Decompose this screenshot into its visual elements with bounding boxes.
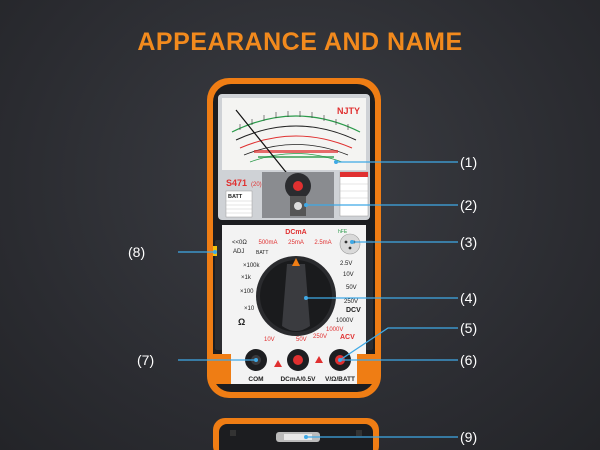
page-title: APPEARANCE AND NAME [137, 28, 463, 56]
callout-1: (1) [460, 154, 478, 170]
mechanism-pivot [294, 202, 302, 210]
side-grip [215, 240, 373, 350]
spec-table [339, 171, 369, 217]
callout-7: (7) [137, 352, 155, 368]
label-acv-1000v: 1000V [326, 327, 343, 333]
model-suffix: (20) [251, 182, 262, 188]
callout-4: (4) [460, 290, 478, 306]
label-batt: BATT [256, 250, 268, 256]
label-25ma: 25mA [288, 240, 304, 246]
warning-icon [274, 360, 282, 367]
label-x100k: ×100k [243, 263, 261, 269]
label-dcma: DCmA [285, 229, 306, 236]
scale-ticks [239, 111, 349, 130]
callout-2: (2) [460, 197, 478, 213]
fuse-glass [284, 434, 312, 440]
label-2-5v: 2.5V [340, 261, 352, 267]
label-2-5ma: 2.5mA [314, 240, 331, 246]
label-ac-250v: 250V [313, 334, 327, 340]
callout-5: (5) [460, 320, 478, 336]
batt-table-lines [226, 200, 252, 214]
label-x10: ×10 [244, 306, 255, 312]
batt-table [225, 190, 253, 218]
label-500ma: 500mA [258, 240, 277, 246]
batt-table-label: BATT [228, 194, 243, 200]
label-ohm-adj: <<0Ω [232, 240, 247, 246]
label-ohm: Ω [238, 317, 245, 327]
callout-lines [178, 161, 458, 438]
label-acv: ACV [340, 334, 355, 341]
colored-scale-marks [254, 150, 338, 158]
label-x100: ×100 [240, 289, 254, 295]
dial-labels: DCmA 500mA 25mA 2.5mA <<0Ω ADJ BATT ×100… [232, 229, 361, 343]
callout-9: (9) [460, 429, 478, 445]
hfe-socket[interactable] [339, 233, 361, 255]
label-x1k: ×1k [241, 275, 252, 281]
label-10v: 10V [343, 272, 354, 278]
brand-label: NJTY [337, 106, 360, 116]
knob-pointer [292, 258, 300, 266]
port-vohm-label: V/Ω/BATT [325, 376, 355, 383]
port-com-label: COM [248, 376, 263, 383]
bumper-corner-left [213, 354, 231, 384]
bumper-corner-right [357, 354, 375, 384]
label-dcv: DCV [346, 307, 361, 314]
label-250v: 250V [344, 299, 358, 305]
hfe-label: hFE [338, 229, 348, 235]
label-ac-50v: 50V [296, 337, 307, 343]
selector-knob[interactable] [282, 264, 310, 331]
port-dcma[interactable] [287, 349, 309, 371]
callout-3: (3) [460, 234, 478, 250]
port-dcma-label: DCmA/0.5V [280, 376, 316, 383]
callout-dots [213, 160, 354, 439]
warning-icon [315, 356, 323, 363]
label-ac-10v: 10V [264, 337, 275, 343]
model-label: S471 [226, 178, 247, 188]
callout-6: (6) [460, 352, 478, 368]
spec-table-header [340, 172, 368, 177]
callout-8: (8) [128, 244, 146, 260]
scale-arcs [231, 115, 361, 163]
label-adj: ADJ [233, 249, 244, 255]
label-1000v: 1000V [336, 318, 353, 324]
zero-adjust-screw[interactable] [293, 181, 303, 191]
label-50v: 50V [346, 285, 357, 291]
